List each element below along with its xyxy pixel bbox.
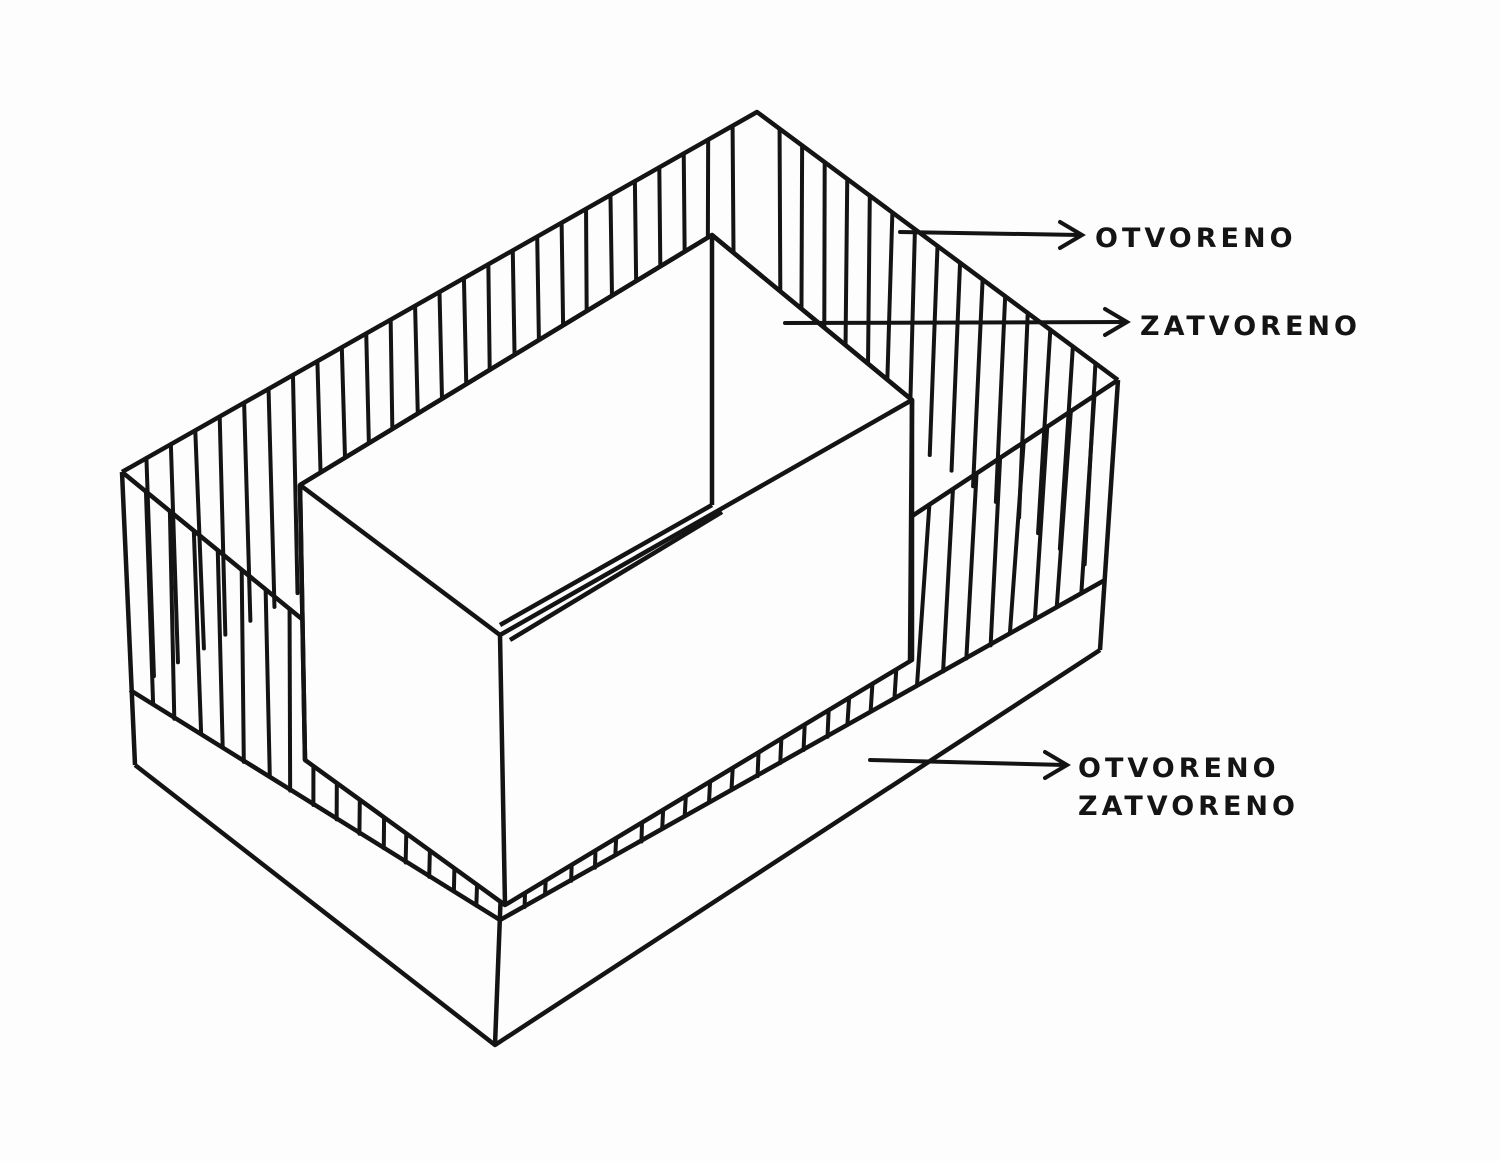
hatch-line-front-right [1057,411,1071,606]
hatch-line-front-right [1010,442,1024,632]
label-otvoreno: OTVORENO [1095,223,1297,254]
hatch-line-front-left [242,570,244,762]
hatch-line-front-left [266,589,270,776]
hatch-line-front-right [943,489,953,672]
hatch-line-back-right [952,263,961,471]
hatch-line-back-right [930,246,938,455]
label-zatvoreno: ZATVORENO [1140,311,1361,342]
label-otvoreno-2: OTVORENO [1078,753,1280,784]
hatch-line-front-left [290,609,291,791]
hatch-line-front-right [966,473,976,658]
hatch-line-back-left [293,375,298,593]
hatch-line-back-right [973,280,983,487]
hatch-line-front-right [1081,396,1094,593]
hatch-line-back-left [244,403,250,621]
hatch-line-back-left [269,389,275,607]
label-zatvoreno-2: ZATVORENO [1078,791,1299,822]
hatch-line-front-right [917,505,929,685]
